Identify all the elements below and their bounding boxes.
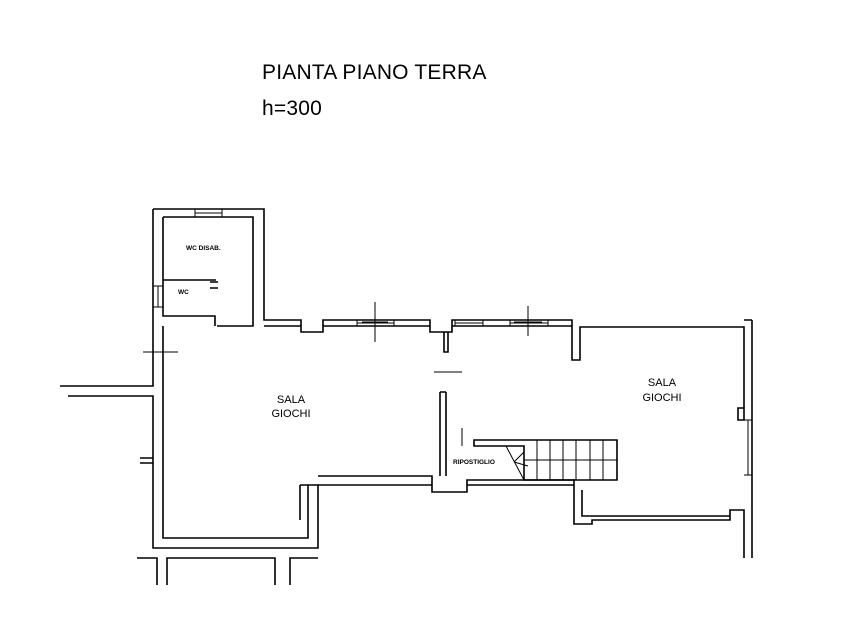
left-gap-cross xyxy=(143,338,178,366)
plan-height-label: h=300 xyxy=(262,97,322,120)
room-label-wc-disab: WC DISAB. xyxy=(186,245,221,252)
wc-door-stub xyxy=(210,281,218,289)
walls xyxy=(60,208,753,585)
top-cross-1 xyxy=(362,302,388,342)
room-label-wc: WC xyxy=(178,289,189,296)
wc-inner-left xyxy=(162,217,216,326)
right-door-jamb xyxy=(737,407,745,421)
left-niche xyxy=(140,457,153,464)
column-stub xyxy=(443,332,449,353)
wc-block-outer-wall xyxy=(153,208,745,408)
room-label-sala-giochi-left-1: SALA xyxy=(277,394,306,406)
room-label-sala-giochi-right-1: SALA xyxy=(648,377,677,389)
left-outer-wall xyxy=(60,209,319,549)
plan-title: PIANTA PIANO TERRA xyxy=(262,61,487,84)
top-window-3 xyxy=(509,320,549,326)
stair xyxy=(473,439,618,481)
bottom-wall-left xyxy=(137,557,318,585)
wc-block-inner-wall xyxy=(163,216,254,327)
room-label-sala-giochi-left-2: GIOCHI xyxy=(271,408,310,420)
ripostiglio-wall xyxy=(439,391,447,476)
right-outer-wall xyxy=(744,319,753,558)
wc-window-top xyxy=(194,209,223,217)
wc-window-left xyxy=(153,285,163,308)
step-wall xyxy=(318,475,745,558)
top-window-2 xyxy=(454,320,484,326)
top-cross-2 xyxy=(514,306,542,336)
room-labels: WC DISAB. WC SALA GIOCHI SALA GIOCHI RIP… xyxy=(178,245,682,466)
left-inner-wall xyxy=(162,326,309,539)
room-label-sala-giochi-right-2: GIOCHI xyxy=(642,392,681,404)
step-wall-inner xyxy=(318,484,730,517)
right-window xyxy=(744,419,752,476)
room-label-ripostiglio: RIPOSTIGLIO xyxy=(453,459,495,466)
